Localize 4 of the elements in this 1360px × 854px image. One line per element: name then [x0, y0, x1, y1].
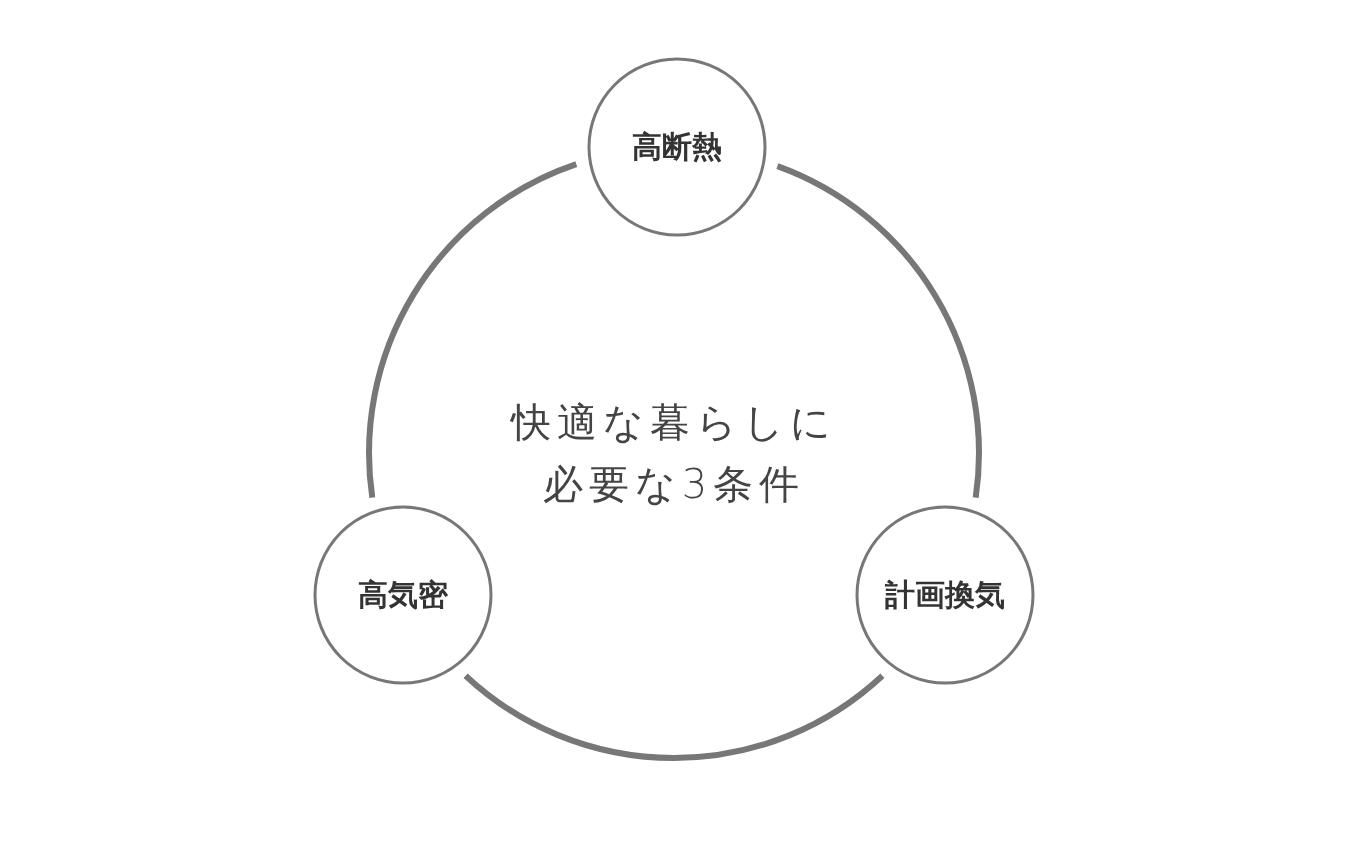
node-label: 計画換気 — [885, 575, 1005, 614]
center-text: 快適な暮らしに必要な3条件 — [509, 398, 838, 509]
node-label: 高断熱 — [632, 127, 722, 166]
node-label: 高気密 — [358, 575, 448, 614]
